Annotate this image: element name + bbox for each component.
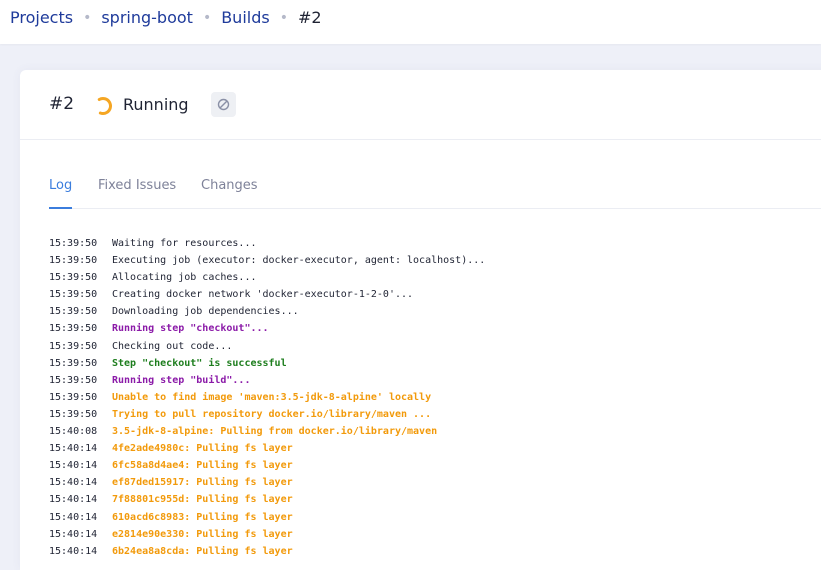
log-line: 15:40:14 ef87ded15917: Pulling fs layer	[49, 474, 485, 491]
log-message: Trying to pull repository docker.io/libr…	[112, 408, 432, 420]
log-line: 15:39:50 Downloading job dependencies...	[49, 303, 485, 320]
log-timestamp: 15:39:50	[49, 289, 98, 301]
log-timestamp: 15:39:50	[49, 408, 98, 420]
log-timestamp: 15:40:14	[49, 494, 98, 506]
log-line: 15:39:50 Step "checkout" is successful	[49, 355, 485, 372]
cancel-build-button[interactable]	[211, 92, 236, 117]
log-line: 15:39:50 Unable to find image 'maven:3.5-…	[49, 389, 485, 406]
tab-changes-label: Changes	[201, 178, 258, 193]
tab-log-label: Log	[49, 178, 73, 193]
log-timestamp: 15:39:50	[49, 323, 98, 335]
log-timestamp: 15:39:50	[49, 272, 98, 284]
tab-fixed-issues-label: Fixed Issues	[98, 178, 177, 193]
build-header: #2 Running	[20, 70, 821, 140]
breadcrumb-separator: •	[202, 9, 212, 26]
log-line: 15:39:50 Trying to pull repository docker…	[49, 406, 485, 423]
tab-log[interactable]: Log	[49, 178, 73, 209]
top-bar: Projects • spring-boot • Builds • #2	[0, 0, 821, 44]
active-tab-indicator	[49, 207, 72, 209]
log-line: 15:40:14 e2814e90e330: Pulling fs layer	[49, 526, 485, 543]
build-detail-card: #2 Running Log Fixed Issues Changes 15:3…	[20, 70, 821, 570]
log-line: 15:39:50 Checking out code...	[49, 338, 485, 355]
log-message: 6b24ea8a8cda: Pulling fs layer	[112, 545, 293, 557]
log-line: 15:40:14 7f88801c955d: Pulling fs layer	[49, 491, 485, 508]
log-message: Running step "checkout"...	[112, 323, 269, 335]
log-line: 15:40:08 3.5-jdk-8-alpine: Pulling from d…	[49, 423, 485, 440]
log-line: 15:40:14 4fe2ade4980c: Pulling fs layer	[49, 440, 485, 457]
log-timestamp: 15:39:50	[49, 340, 98, 352]
breadcrumb-projects[interactable]: Projects	[10, 8, 74, 27]
log-message: 4fe2ade4980c: Pulling fs layer	[112, 443, 293, 455]
log-message: Checking out code...	[112, 340, 233, 352]
log-timestamp: 15:39:50	[49, 374, 98, 386]
build-tabs: Log Fixed Issues Changes	[49, 178, 821, 209]
log-timestamp: 15:40:14	[49, 545, 98, 557]
breadcrumb: Projects • spring-boot • Builds • #2	[10, 8, 322, 27]
log-line: 15:40:14 6fc58a8d4ae4: Pulling fs layer	[49, 457, 485, 474]
log-message: 3.5-jdk-8-alpine: Pulling from docker.io…	[112, 426, 438, 438]
log-message: Step "checkout" is successful	[112, 357, 287, 369]
breadcrumb-project-spring-boot[interactable]: spring-boot	[101, 8, 193, 27]
log-message: Downloading job dependencies...	[112, 306, 299, 318]
log-message: 7f88801c955d: Pulling fs layer	[112, 494, 293, 506]
log-timestamp: 15:40:14	[49, 528, 98, 540]
log-timestamp: 15:39:50	[49, 306, 98, 318]
log-timestamp: 15:39:50	[49, 357, 98, 369]
log-timestamp: 15:40:08	[49, 426, 98, 438]
breadcrumb-builds[interactable]: Builds	[221, 8, 270, 27]
log-timestamp: 15:39:50	[49, 255, 98, 267]
log-timestamp: 15:39:50	[49, 238, 98, 249]
tab-fixed-issues[interactable]: Fixed Issues	[98, 178, 176, 208]
log-line: 15:39:50 Running step "checkout"...	[49, 320, 485, 337]
log-message: 610acd6c8983: Pulling fs layer	[112, 511, 293, 523]
log-message: Creating docker network 'docker-executor…	[112, 289, 414, 301]
log-message: Unable to find image 'maven:3.5-jdk-8-al…	[112, 391, 432, 403]
build-number: #2	[49, 94, 75, 114]
log-line: 15:39:50 Allocating job caches...	[49, 269, 485, 286]
log-message: e2814e90e330: Pulling fs layer	[112, 528, 293, 540]
log-line: 15:39:50 Creating docker network 'docker-…	[49, 286, 485, 303]
log-message: Running step "build"...	[112, 374, 251, 386]
log-message: Allocating job caches...	[112, 272, 257, 284]
log-timestamp: 15:39:50	[49, 391, 98, 403]
log-timestamp: 15:40:14	[49, 460, 98, 472]
cancel-icon	[217, 98, 230, 111]
log-message: ef87ded15917: Pulling fs layer	[112, 477, 293, 489]
breadcrumb-current-build: #2	[297, 8, 322, 27]
log-line: 15:40:14 6b24ea8a8cda: Pulling fs layer	[49, 543, 485, 560]
breadcrumb-separator: •	[279, 9, 288, 26]
log-timestamp: 15:40:14	[49, 511, 98, 523]
log-message: Waiting for resources...	[112, 238, 257, 249]
spinner-icon	[93, 96, 113, 116]
log-line: 15:39:50 Executing job (executor: docker-…	[49, 252, 485, 269]
log-line: 15:39:50 Waiting for resources...	[49, 235, 485, 252]
log-line: 15:40:14 610acd6c8983: Pulling fs layer	[49, 509, 485, 526]
log-timestamp: 15:40:14	[49, 443, 98, 455]
breadcrumb-separator: •	[83, 9, 92, 26]
tab-changes[interactable]: Changes	[201, 178, 258, 208]
build-status: Running	[123, 95, 189, 114]
log-timestamp: 15:40:14	[49, 477, 98, 489]
log-message: 6fc58a8d4ae4: Pulling fs layer	[112, 460, 293, 472]
log-message: Executing job (executor: docker-executor…	[112, 255, 486, 267]
log-line: 15:39:50 Running step "build"...	[49, 372, 485, 389]
